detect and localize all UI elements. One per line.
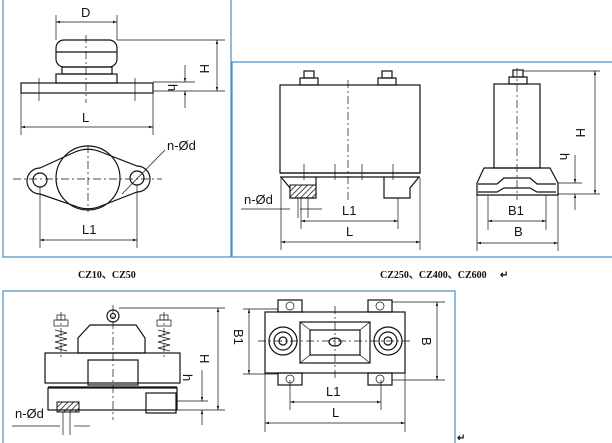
panel-large-contactor: H h n-Ød B1	[12, 299, 465, 443]
dim-B-label: B	[514, 224, 523, 239]
panel-cz10-cz50: D H h L n-Ød L1 CZ	[13, 5, 225, 281]
dim-B1-label-3: B1	[231, 329, 246, 345]
hole-spec-label: n-Ød	[167, 138, 196, 153]
front-view-3: H h n-Ød	[12, 305, 225, 435]
dim-H-label-2: H	[573, 128, 588, 137]
dim-H-label: H	[197, 64, 212, 73]
hole-spec-label-2: n-Ød	[244, 192, 273, 207]
top-view-3: B1 B L1 L	[231, 299, 445, 432]
dim-h-label: h	[165, 84, 180, 91]
dim-L1-label-2: L1	[342, 203, 356, 218]
dim-B-label-3: B	[419, 337, 434, 346]
dim-H-label-3: H	[197, 354, 212, 363]
side-view-2: H h B1 B	[476, 68, 600, 251]
dim-L1-label-3: L1	[326, 384, 340, 399]
panel-cz250-cz400-cz600: n-Ød L1 L H h B1	[241, 68, 600, 281]
caption-cz10-cz50: CZ10、CZ50	[78, 270, 136, 281]
hole-spec-label-3: n-Ød	[15, 406, 44, 421]
side-view: D H h L	[20, 5, 225, 135]
return-mark: ↵	[500, 270, 508, 281]
caption-cz250-cz400-cz600: CZ250、CZ400、CZ600	[380, 270, 487, 281]
dim-L-label-2: L	[346, 224, 353, 239]
dim-L-label: L	[82, 110, 89, 125]
dim-L-label-3: L	[332, 405, 339, 420]
dim-B1-label: B1	[508, 203, 524, 218]
dim-h-label-3: h	[180, 374, 195, 381]
return-mark-2: ↵	[457, 433, 465, 443]
dim-L1-label: L1	[82, 222, 96, 237]
dim-h-label-2: h	[557, 153, 572, 160]
front-view: n-Ød L1 L	[241, 70, 421, 250]
dim-D-label: D	[81, 5, 90, 20]
top-view: n-Ød L1	[13, 138, 196, 248]
